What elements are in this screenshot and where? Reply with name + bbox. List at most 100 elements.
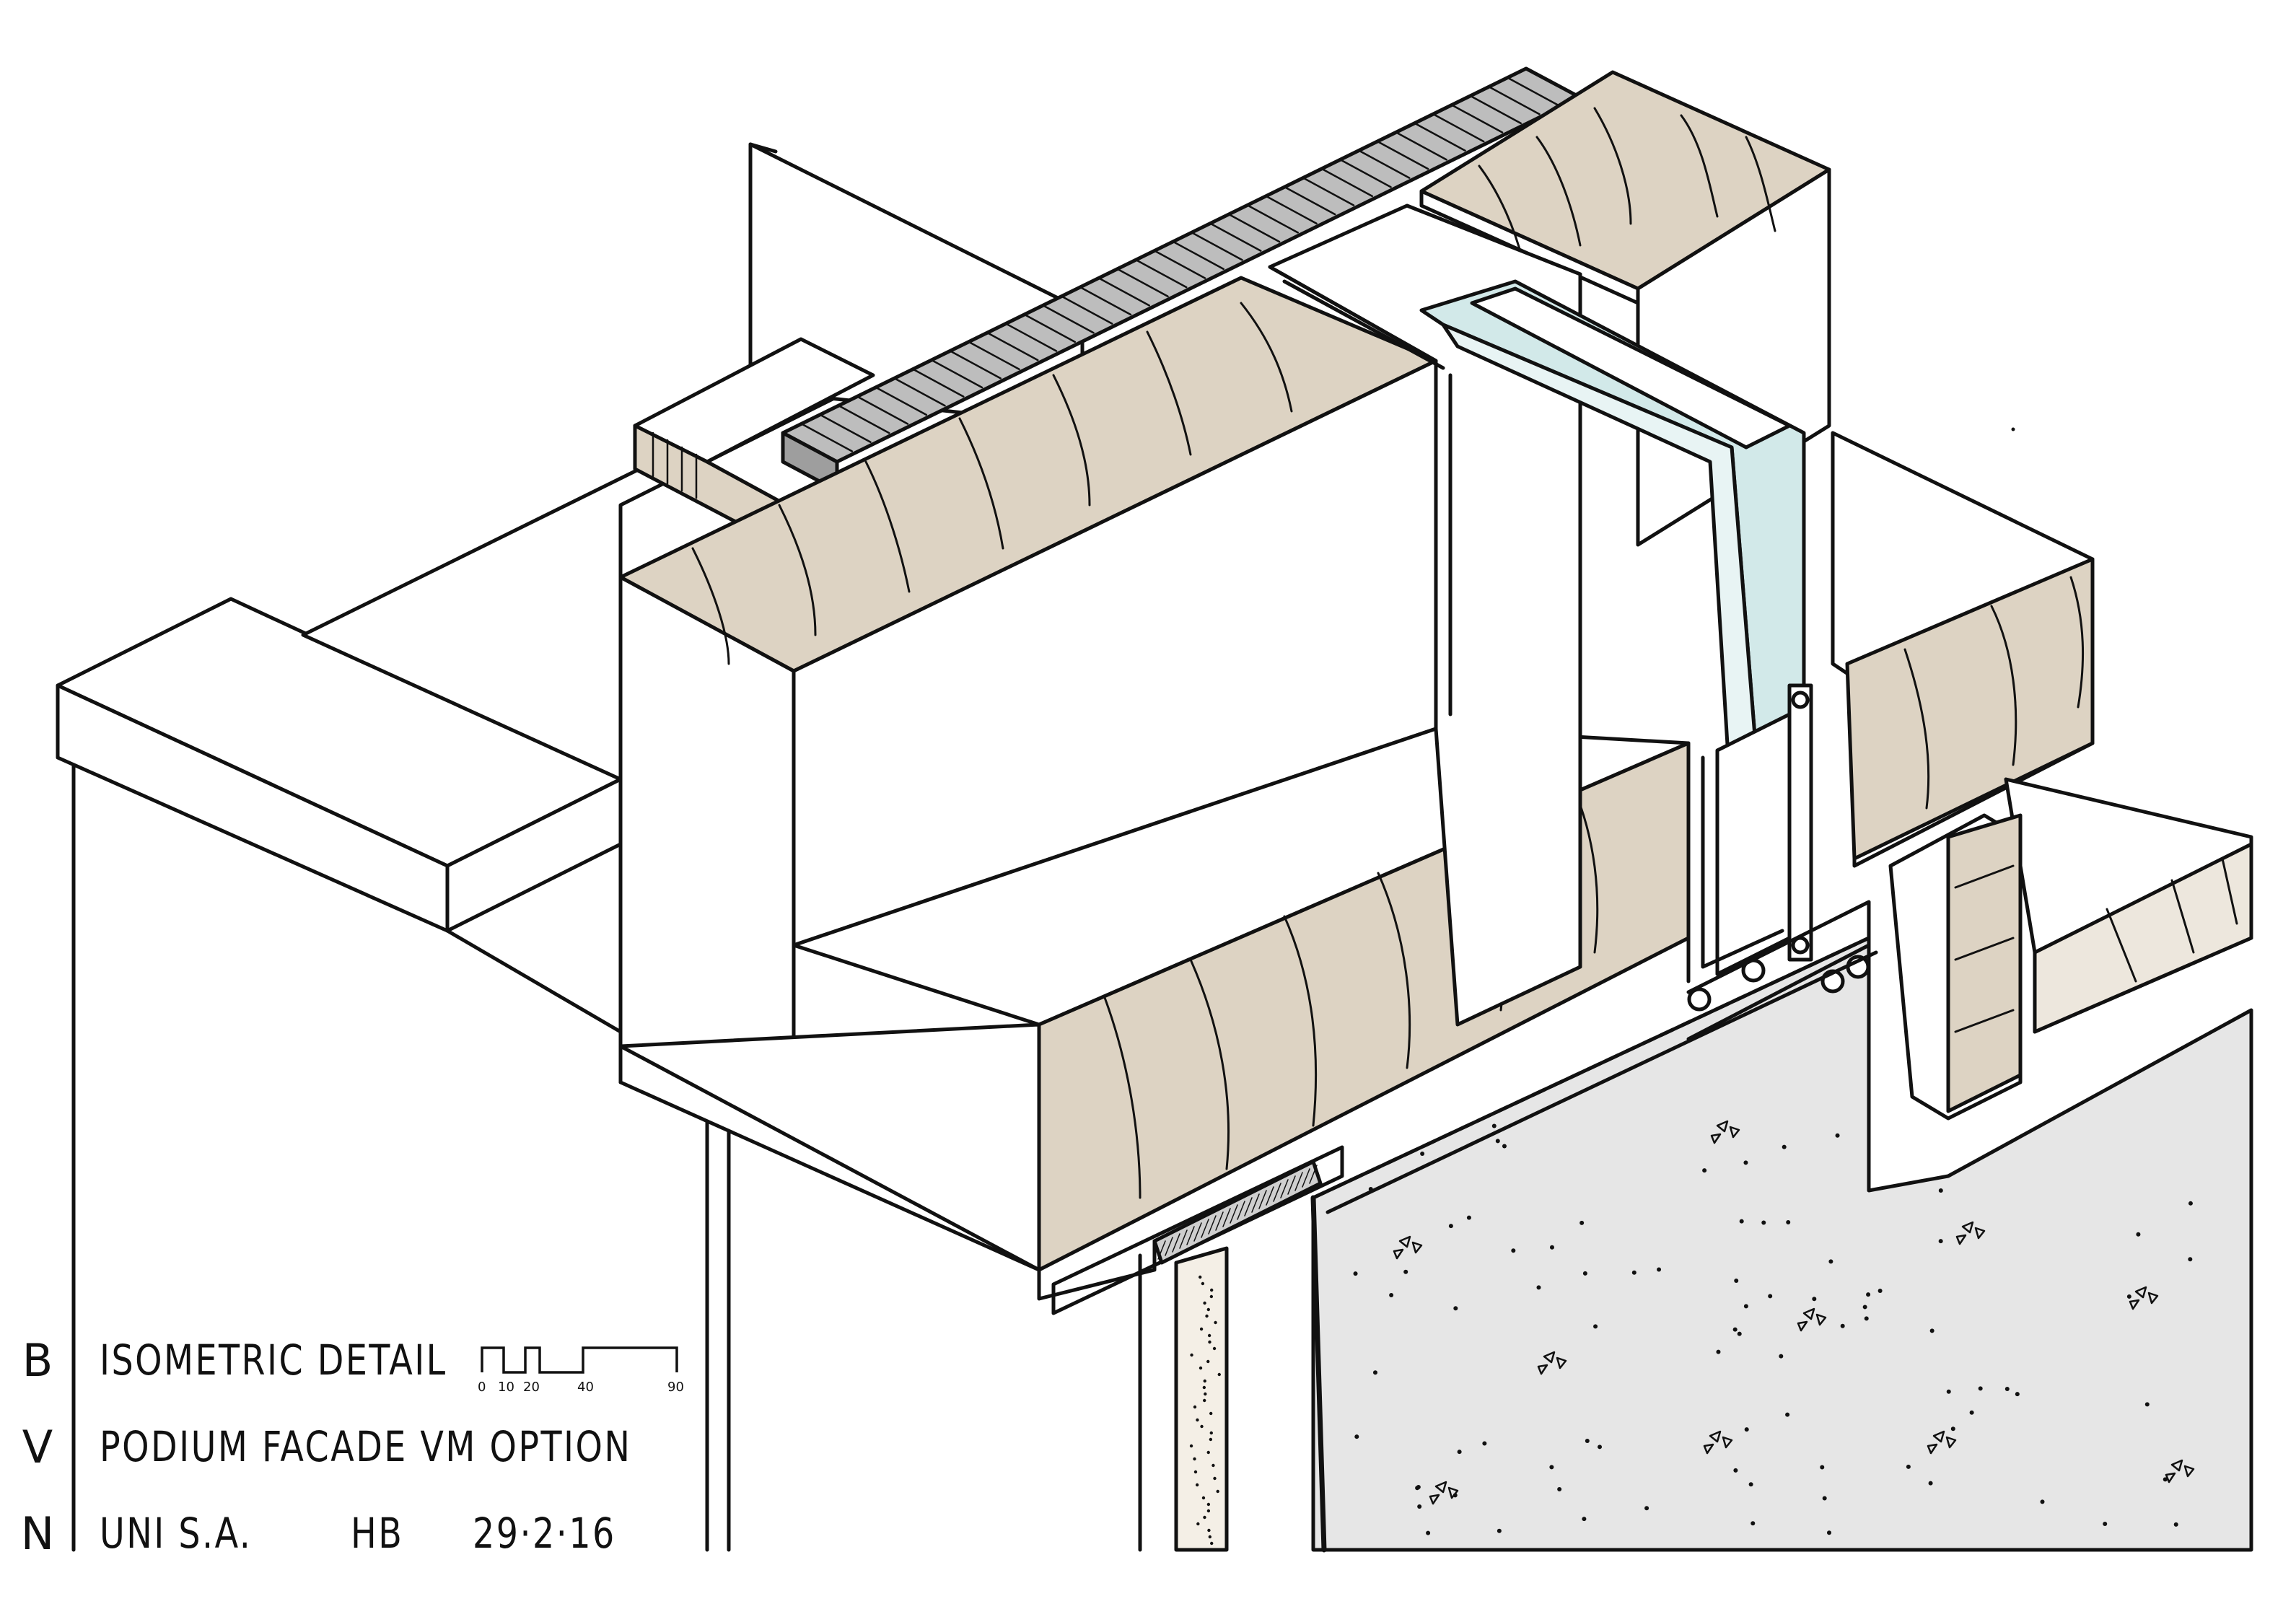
title-row-client: N UNI S.A. HB 29·2·16 [13,1494,648,1573]
concrete-speck [1744,1427,1749,1432]
cap-rib [838,404,890,434]
concrete-aggregate [2165,1472,2176,1483]
concrete-speck [1812,1297,1817,1302]
concrete-speck [1582,1271,1587,1276]
cladding-dot [1209,1437,1213,1442]
concrete-speck [1448,1224,1453,1229]
cladding-dot [1193,1405,1197,1409]
concrete-aggregate [1955,1234,1967,1245]
cap-rib [912,368,965,398]
concrete-speck [1840,1323,1845,1328]
mesh-line [1186,1226,1195,1245]
concrete-speck [1502,1144,1507,1149]
cladding-dot [1206,1450,1210,1455]
cladding-dot [1199,1327,1204,1331]
row-code: V [22,1420,55,1473]
mesh-line [1309,1165,1318,1184]
concrete-speck [1598,1445,1603,1450]
cap-rib [1227,213,1281,243]
row-code: B [22,1333,55,1387]
mesh-line [1244,1197,1253,1216]
cap-rib [1191,232,1243,261]
concrete-speck [1453,1306,1458,1311]
lower-cladding [1037,936,1878,1552]
concrete-speck [1969,1410,1974,1415]
cap-rib [1135,258,1188,289]
concrete-speck [2136,1232,2141,1237]
cladding-dot [1205,1314,1209,1318]
concrete-speck [2040,1499,2045,1504]
cap-rib [1079,286,1132,316]
cladding-dot [1201,1281,1205,1286]
concrete-aggregate [1710,1133,1722,1144]
concrete-speck [1702,1168,1707,1173]
concrete-speck [1928,1481,1933,1486]
frame-profile [1686,683,1813,983]
cap-rib [781,431,835,462]
cladding-dot [1193,1470,1198,1474]
concrete-aggregate [2183,1465,2195,1478]
concrete-speck [2004,1386,2010,1391]
concrete-aggregate [1393,1248,1404,1260]
concrete-speck [1768,1294,1773,1299]
cladding-dot [1214,1320,1217,1325]
scale-bar-graphic [481,1346,678,1374]
concrete-speck [1826,1530,1831,1535]
concrete-aggregate [1716,1120,1729,1133]
cladding-dot [1209,1294,1214,1299]
stray-mark [2011,427,2015,431]
cap-rib [1153,250,1206,279]
cladding-dot [1203,1398,1206,1403]
cladding-dot [1196,1522,1200,1526]
concrete-speck [1835,1133,1840,1138]
cladding-dot [1200,1424,1204,1429]
concrete-aggregate [1411,1241,1423,1254]
cap-rib [1172,240,1224,271]
cladding-dot [1210,1541,1214,1546]
cladding-dot [1204,1392,1207,1396]
concrete-aggregate [1429,1494,1440,1505]
cladding-dot [1216,1489,1219,1494]
concrete-speck [1822,1496,1827,1501]
cladding-dot [1190,1353,1193,1357]
concrete-speck [1417,1504,1422,1509]
mesh-line [1193,1222,1202,1242]
concrete-speck [1593,1324,1598,1329]
cladding-dot [1199,1366,1203,1370]
cladding-dot [1213,1476,1217,1481]
concrete-aggregate [1537,1364,1548,1375]
cap-rib [1246,204,1299,234]
concrete-speck [1733,1468,1738,1473]
concrete-speck [1353,1271,1358,1276]
window-frame-assembly [1268,203,1871,1041]
concrete-speck [1862,1305,1867,1310]
concrete-speck [1511,1248,1516,1253]
cladding-dot [1203,1301,1206,1305]
concrete-speck [1739,1219,1744,1224]
mesh-line [1273,1183,1281,1202]
project-title: PODIUM FACADE VM OPTION [100,1422,632,1471]
concrete-speck [1716,1349,1721,1354]
mesh-line [1172,1233,1180,1253]
concrete-speck [1751,1521,1756,1526]
concrete-aggregate [1815,1313,1827,1326]
concrete-speck [1495,1139,1500,1144]
scale-bar: 0 10 20 40 90 [462,1320,685,1400]
mesh-line [1287,1175,1296,1195]
concrete-speck [2015,1392,2020,1397]
concrete-speck [1906,1464,1911,1469]
cap-rib [1265,195,1318,224]
concrete-speck [1631,1270,1636,1275]
mesh-line [1237,1201,1245,1220]
concrete-speck [1743,1160,1748,1165]
cap-rib [1469,95,1522,125]
cap-rib [986,331,1039,361]
concrete-speck [1549,1465,1554,1470]
cap-rib [1507,76,1559,106]
title-row-drawing: B ISOMETRIC DETAIL [13,1320,523,1400]
mesh-line [1215,1211,1224,1231]
mesh-line [1230,1204,1238,1224]
cladding-dot [1206,1307,1210,1312]
